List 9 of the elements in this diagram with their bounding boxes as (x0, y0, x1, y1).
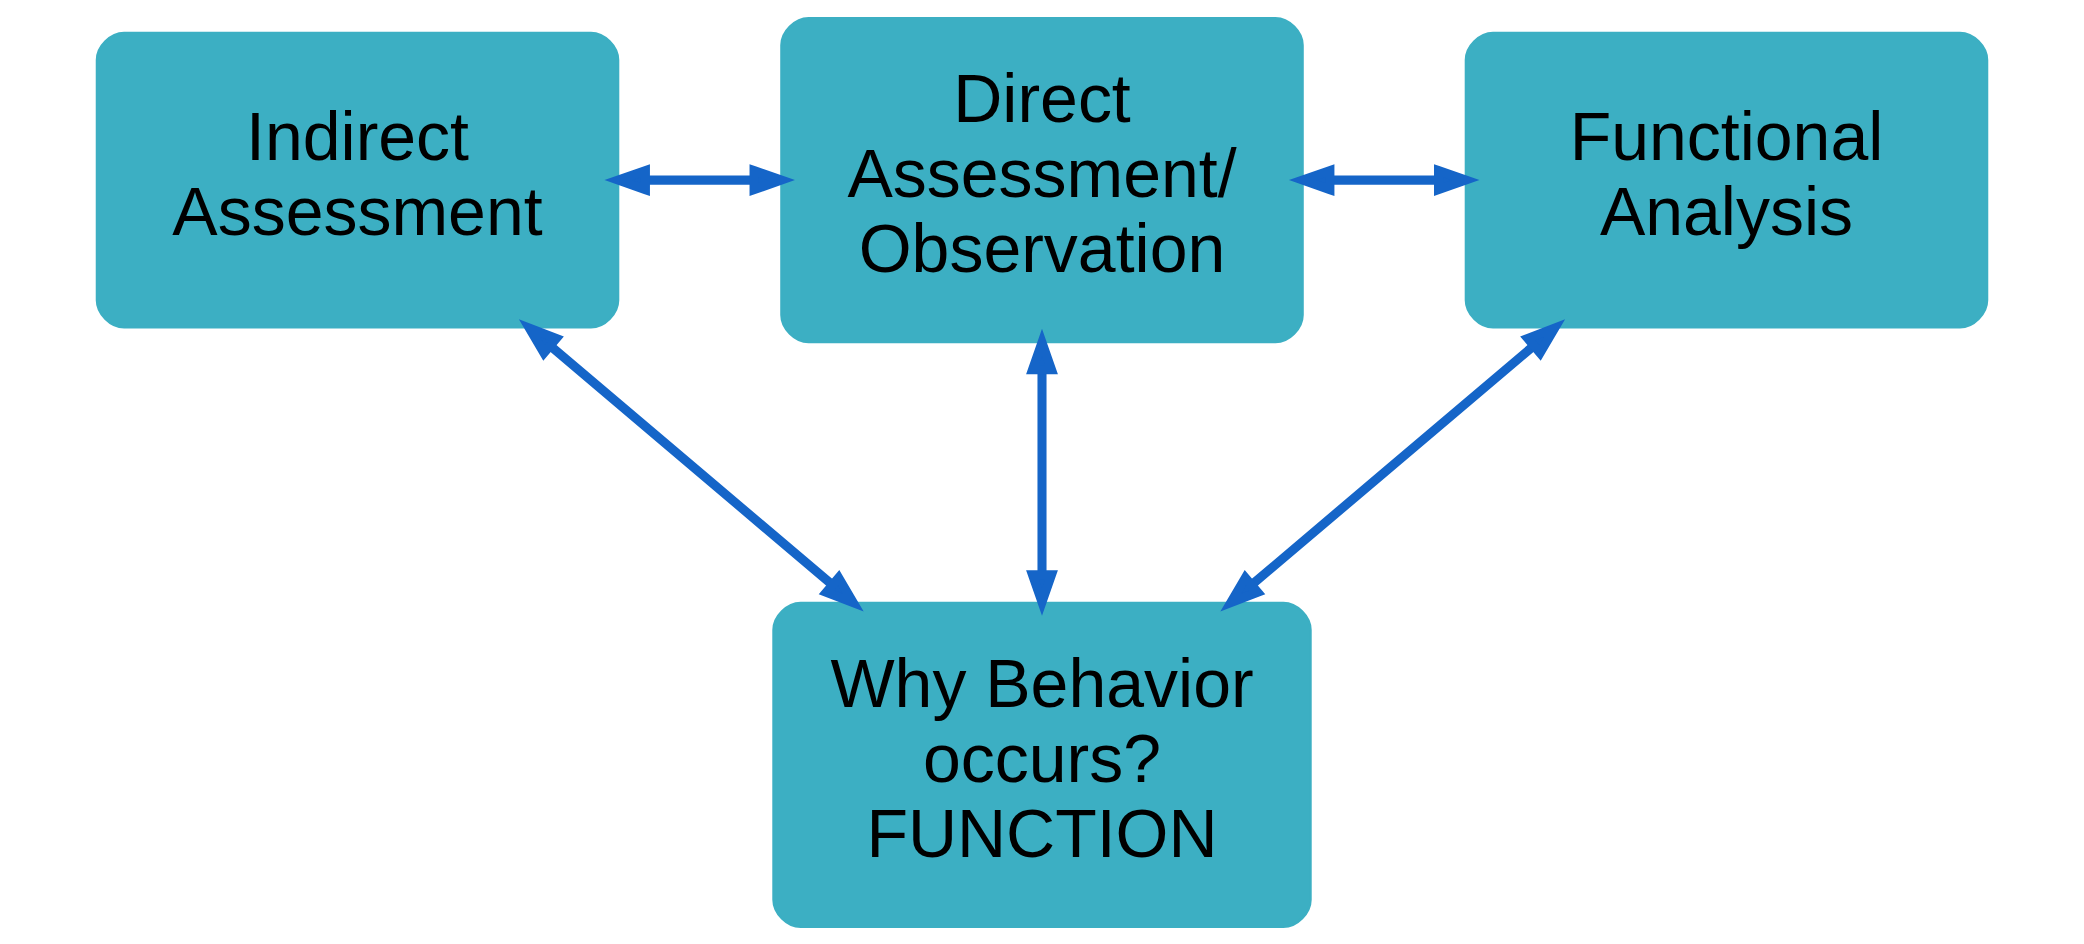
arrow (604, 163, 795, 196)
node-box: Indirect Assessment (95, 31, 620, 329)
node-box: Functional Analysis (1464, 31, 1989, 329)
arrow (1220, 318, 1566, 611)
arrow (518, 318, 864, 611)
node-box: Direct Assessment/ Observation (780, 16, 1304, 343)
arrow (1026, 328, 1058, 616)
arrow (1288, 163, 1480, 196)
node-box: Why Behavior occurs? FUNCTION (772, 601, 1312, 928)
